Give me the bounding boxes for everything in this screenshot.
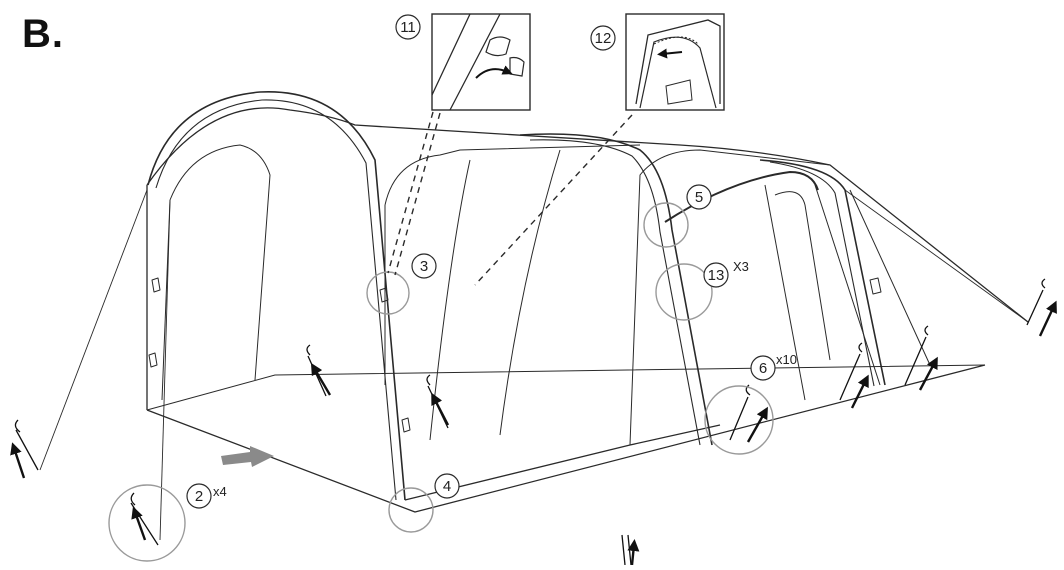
tent-pegs xyxy=(14,278,1046,566)
callout-3: 3 xyxy=(411,253,437,279)
peg-push-arrows xyxy=(10,300,1057,566)
callout-11: 11 xyxy=(395,14,421,40)
svg-text:4: 4 xyxy=(443,478,451,495)
callout-5: 5 xyxy=(686,184,712,210)
svg-text:6: 6 xyxy=(759,360,767,377)
inset-detail-12 xyxy=(625,13,725,111)
callout-2: 2 x4 xyxy=(186,483,227,509)
svg-text:2: 2 xyxy=(195,488,203,505)
direction-arrow xyxy=(221,446,274,467)
callout-4: 4 xyxy=(434,473,460,499)
svg-text:13: 13 xyxy=(708,267,725,284)
callout-13: 13 X3 xyxy=(703,259,749,288)
svg-text:12: 12 xyxy=(595,30,612,47)
inset-detail-11 xyxy=(431,13,531,111)
svg-text:5: 5 xyxy=(695,189,703,206)
multiplier-x10: x10 xyxy=(776,352,797,367)
tent-body xyxy=(39,91,1029,541)
callout-12: 12 xyxy=(590,25,616,51)
inset-leader-lines xyxy=(387,111,633,286)
callout-6: 6 x10 xyxy=(750,352,797,381)
svg-text:3: 3 xyxy=(420,258,428,275)
step-label: B. xyxy=(22,12,64,56)
multiplier-x3: X3 xyxy=(733,259,749,274)
multiplier-x4: x4 xyxy=(213,484,227,499)
svg-text:11: 11 xyxy=(400,19,416,36)
highlight-circles xyxy=(108,202,774,562)
